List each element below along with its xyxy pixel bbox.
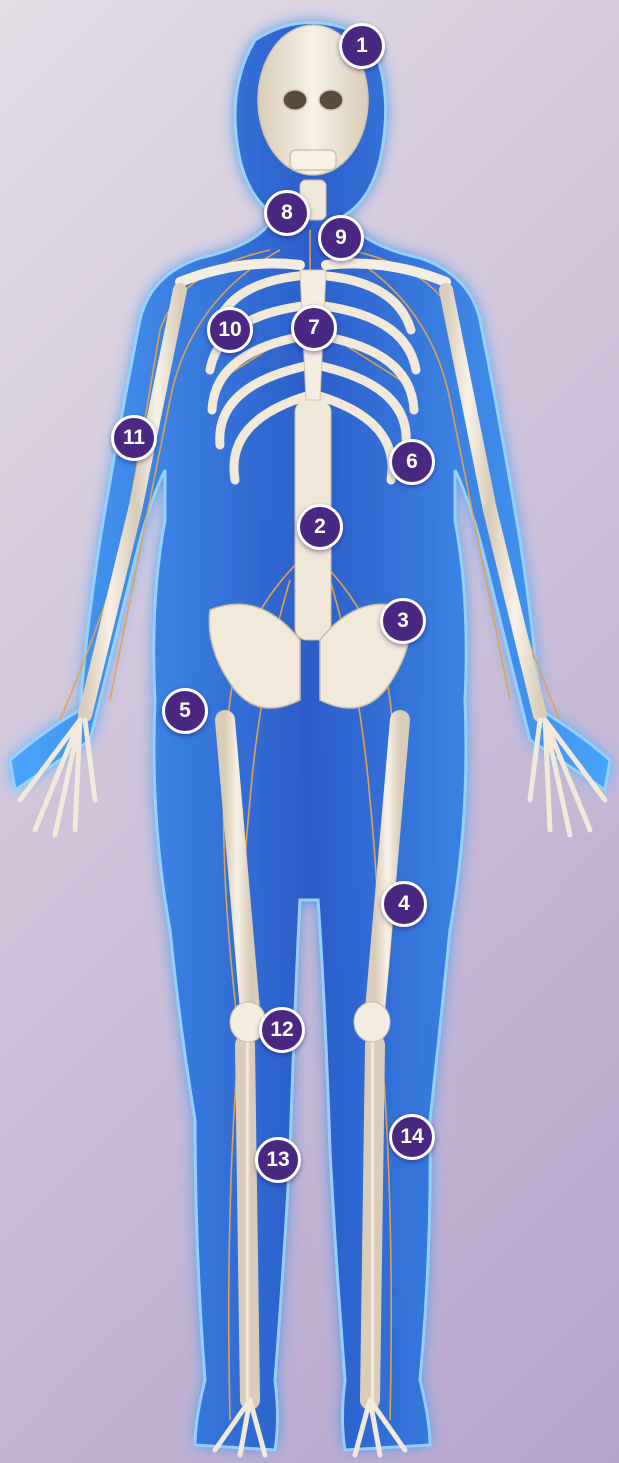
marker-13[interactable]: 13 [255, 1137, 301, 1183]
marker-2[interactable]: 2 [297, 504, 343, 550]
marker-9[interactable]: 9 [318, 215, 364, 261]
marker-12[interactable]: 12 [259, 1007, 305, 1053]
marker-11[interactable]: 11 [111, 415, 157, 461]
marker-10[interactable]: 10 [207, 307, 253, 353]
marker-5[interactable]: 5 [162, 688, 208, 734]
marker-4[interactable]: 4 [381, 881, 427, 927]
foot-bones [215, 1400, 405, 1455]
marker-3[interactable]: 3 [380, 598, 426, 644]
marker-14[interactable]: 14 [389, 1114, 435, 1160]
marker-6[interactable]: 6 [389, 439, 435, 485]
marker-7[interactable]: 7 [291, 305, 337, 351]
marker-8[interactable]: 8 [264, 190, 310, 236]
marker-1[interactable]: 1 [339, 23, 385, 69]
kneecaps [230, 1002, 390, 1042]
